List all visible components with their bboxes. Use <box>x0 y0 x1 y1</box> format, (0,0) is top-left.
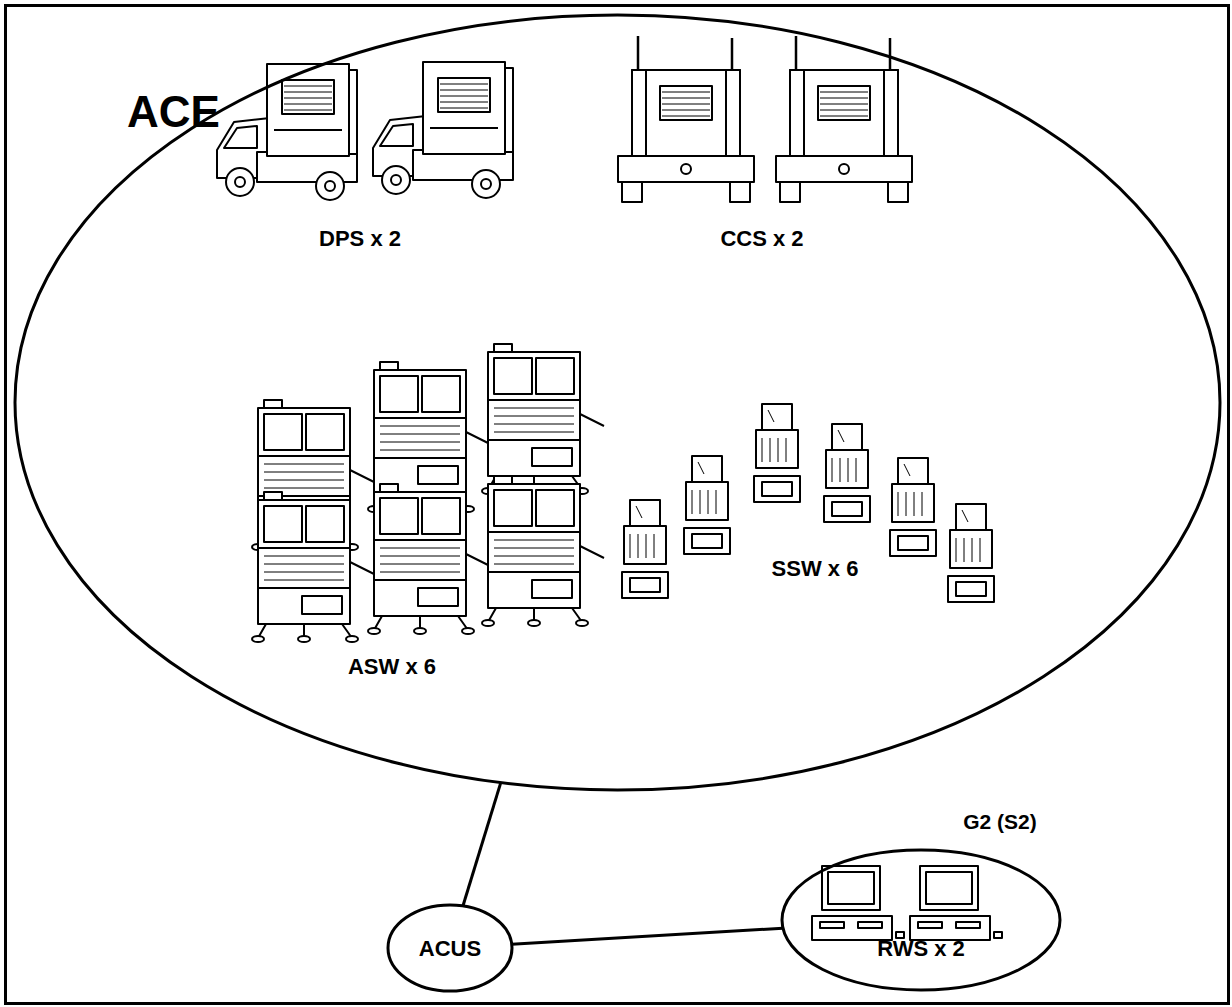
section-heading: G2 (S2) <box>963 810 1037 833</box>
acus-circle: ACUS <box>388 905 512 991</box>
equipment-label: DPS x 2 <box>319 226 401 251</box>
equipment-label: CCS x 2 <box>720 226 803 251</box>
equipment-label: SSW x 6 <box>772 556 859 581</box>
text-holder: RWS x 2 <box>877 936 965 962</box>
text-holder: SSW x 6 <box>772 556 859 582</box>
equipment-label: ASW x 6 <box>348 654 436 679</box>
text-holder: ACUS <box>419 936 481 962</box>
text-holder: ACE <box>127 87 220 137</box>
ellipse-outline <box>782 850 1060 990</box>
text-holder: DPS x 2 <box>319 226 401 252</box>
connector-line <box>463 783 501 906</box>
node-label: ACUS <box>419 936 481 961</box>
connector-stroke <box>512 928 783 944</box>
text-holder: G2 (S2) <box>963 810 1037 834</box>
text-holder: CCS x 2 <box>720 226 803 252</box>
node-label: RWS x 2 <box>877 936 965 961</box>
rws-ellipse: G2 (S2)RWS x 2 <box>782 850 1060 990</box>
group-title: ACE <box>127 87 220 136</box>
page-frame <box>4 4 1230 1005</box>
connector-stroke <box>463 783 501 906</box>
text-holder: ASW x 6 <box>348 654 436 680</box>
connector-line <box>512 928 783 944</box>
ace-ellipse: ACE <box>15 15 1220 790</box>
